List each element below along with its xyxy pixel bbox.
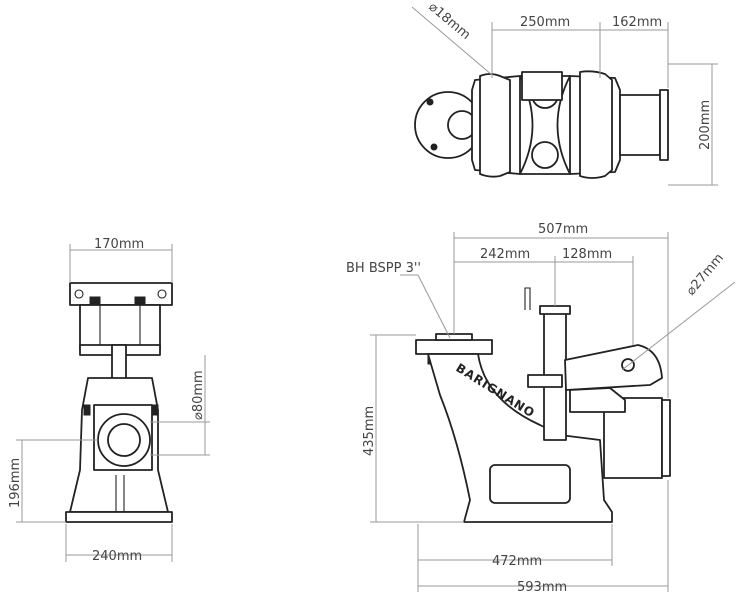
side-right-flange	[661, 399, 671, 477]
side-ring-plate	[564, 344, 663, 391]
top-right-flange	[659, 89, 669, 161]
top-right-roller-guide	[579, 70, 613, 179]
dim-front-240: 240mm	[92, 549, 142, 564]
top-center-roller-hub	[531, 141, 559, 169]
top-view: ⌀18mm 250mm 162mm 200mm	[411, 0, 718, 186]
dim-top-diameter-18: ⌀18mm	[425, 0, 473, 43]
dim-side-242: 242mm	[480, 247, 530, 262]
side-bracket	[527, 374, 563, 388]
dim-front-196: 196mm	[8, 458, 23, 508]
top-center-block	[521, 71, 563, 101]
dim-top-250: 250mm	[520, 15, 570, 30]
front-base	[65, 511, 173, 523]
dim-side-128: 128mm	[562, 247, 612, 262]
top-left-roller-guide	[479, 73, 511, 178]
front-plate-bolt	[157, 289, 167, 299]
dim-side-593: 593mm	[517, 580, 567, 595]
dim-top-200: 200mm	[698, 100, 713, 150]
top-flange-bolt	[430, 143, 438, 151]
side-top-flange	[415, 339, 493, 355]
label-bh-bspp: BH BSPP 3''	[346, 261, 421, 276]
side-view: BARIGNANO 507mm 242mm 128mm ⌀27mm	[346, 222, 736, 595]
dim-front-diameter-80: ⌀80mm	[191, 370, 206, 420]
side-hook	[524, 287, 531, 310]
top-flange-bolt	[426, 98, 434, 106]
side-window	[489, 464, 571, 504]
side-tower-cap	[539, 305, 571, 315]
dim-side-472: 472mm	[492, 554, 542, 569]
dim-side-435: 435mm	[362, 406, 377, 456]
front-plate-bolt	[74, 289, 84, 299]
front-nut	[134, 296, 146, 306]
dim-side-507: 507mm	[538, 222, 588, 237]
side-flange-plate	[435, 333, 473, 341]
front-column	[79, 304, 161, 351]
front-view: 170mm ⌀80mm 196mm 240mm	[8, 237, 210, 564]
front-bolt	[83, 404, 91, 416]
front-inner-bore	[107, 423, 141, 457]
side-right-clamp	[569, 387, 626, 413]
dim-top-162: 162mm	[612, 15, 662, 30]
front-bolt	[151, 404, 159, 416]
dim-side-diameter-27: ⌀27mm	[684, 251, 727, 299]
front-top-plate	[69, 282, 173, 306]
front-nut	[89, 296, 101, 306]
top-tube	[619, 94, 661, 156]
dim-front-170: 170mm	[94, 237, 144, 252]
